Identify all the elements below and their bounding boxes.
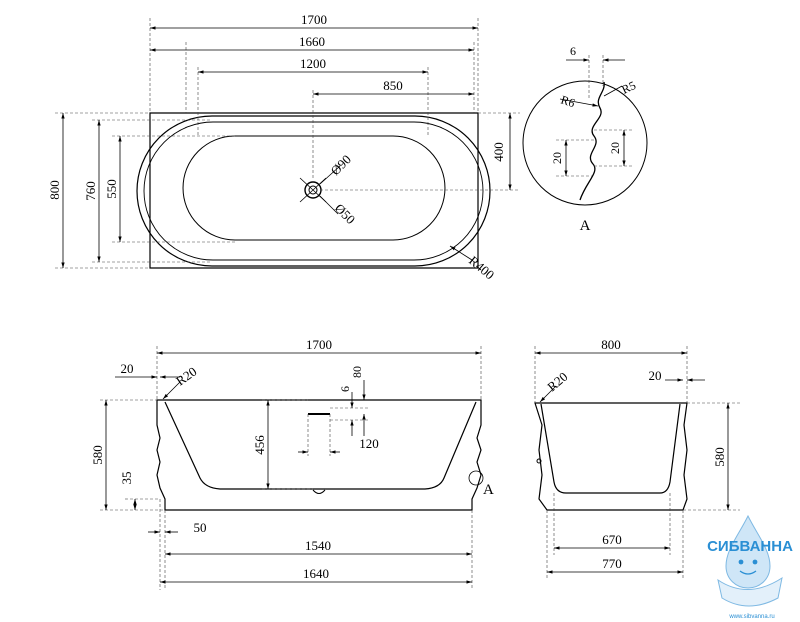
dim-front-base-offset: 50 (194, 520, 207, 535)
logo-text: СИБВАННА (707, 538, 793, 555)
front-inner-basin (164, 401, 477, 490)
dim-side-rim-offset: 20 (649, 368, 662, 383)
side-inner-basin (540, 403, 681, 494)
dim-detail-gap: 6 (570, 44, 576, 58)
dim-front-height: 580 (90, 445, 105, 465)
dim-top-basin-width: 550 (104, 179, 119, 199)
detail-a: 6 R5 R6 20 20 A (522, 44, 648, 234)
dim-top-half-width: 400 (491, 142, 506, 162)
sibvanna-logo: СИБВАННА www.sibvanna.ru (707, 514, 793, 620)
detail-a-label: A (580, 218, 591, 234)
dim-front-overflow-height: 80 (350, 366, 364, 378)
dim-top-width: 800 (47, 180, 62, 200)
dim-top-drain-offset: 850 (383, 78, 403, 93)
dim-side-base-width: 770 (602, 556, 622, 571)
logo-url: www.sibvanna.ru (728, 614, 774, 620)
dim-detail-height-right: 20 (608, 142, 622, 154)
dim-top-basin-length: 1200 (300, 56, 326, 71)
bathtub-icon (717, 576, 783, 607)
side-outer-outline (534, 402, 688, 511)
top-rim-outline (136, 115, 491, 267)
dim-front-length: 1700 (306, 337, 332, 352)
dim-front-overflow-gap: 6 (338, 386, 352, 392)
dim-side-rim-radius: R20 (544, 369, 570, 394)
dim-front-base-height: 35 (119, 472, 134, 485)
top-rim-inner-outline (143, 121, 484, 261)
dim-detail-radius-inner: R6 (559, 93, 577, 111)
top-basin-outline (182, 135, 446, 241)
detail-a-profile (579, 81, 605, 201)
top-view: 1700 1660 1200 850 800 760 550 400 Ø90 Ø… (47, 12, 520, 282)
dim-corner-radius: R400 (466, 253, 497, 283)
dim-front-inner-depth: 456 (252, 435, 267, 455)
front-detail-label: A (483, 482, 494, 498)
dim-side-inner-bottom: 670 (602, 532, 622, 547)
dim-overflow-diameter: Ø50 (332, 201, 358, 227)
dim-side-width: 800 (601, 337, 621, 352)
dim-front-rim-offset: 20 (121, 361, 134, 376)
dim-front-base-length: 1540 (305, 538, 331, 553)
dim-front-bottom-length: 1640 (303, 566, 329, 581)
dim-top-inner-width: 760 (83, 181, 98, 201)
dim-top-inner-length: 1660 (299, 34, 325, 49)
dim-top-length: 1700 (301, 12, 327, 27)
front-view: A 1700 20 R20 580 35 456 6 (90, 337, 494, 590)
water-drop-icon (725, 514, 771, 589)
front-detail-marker (468, 470, 484, 486)
dim-detail-radius-outer: R5 (619, 78, 638, 97)
top-outer-outline (149, 112, 479, 269)
dim-detail-height-left: 20 (550, 152, 564, 164)
dim-side-height: 580 (712, 447, 727, 467)
dim-front-overflow-width: 120 (359, 436, 379, 451)
